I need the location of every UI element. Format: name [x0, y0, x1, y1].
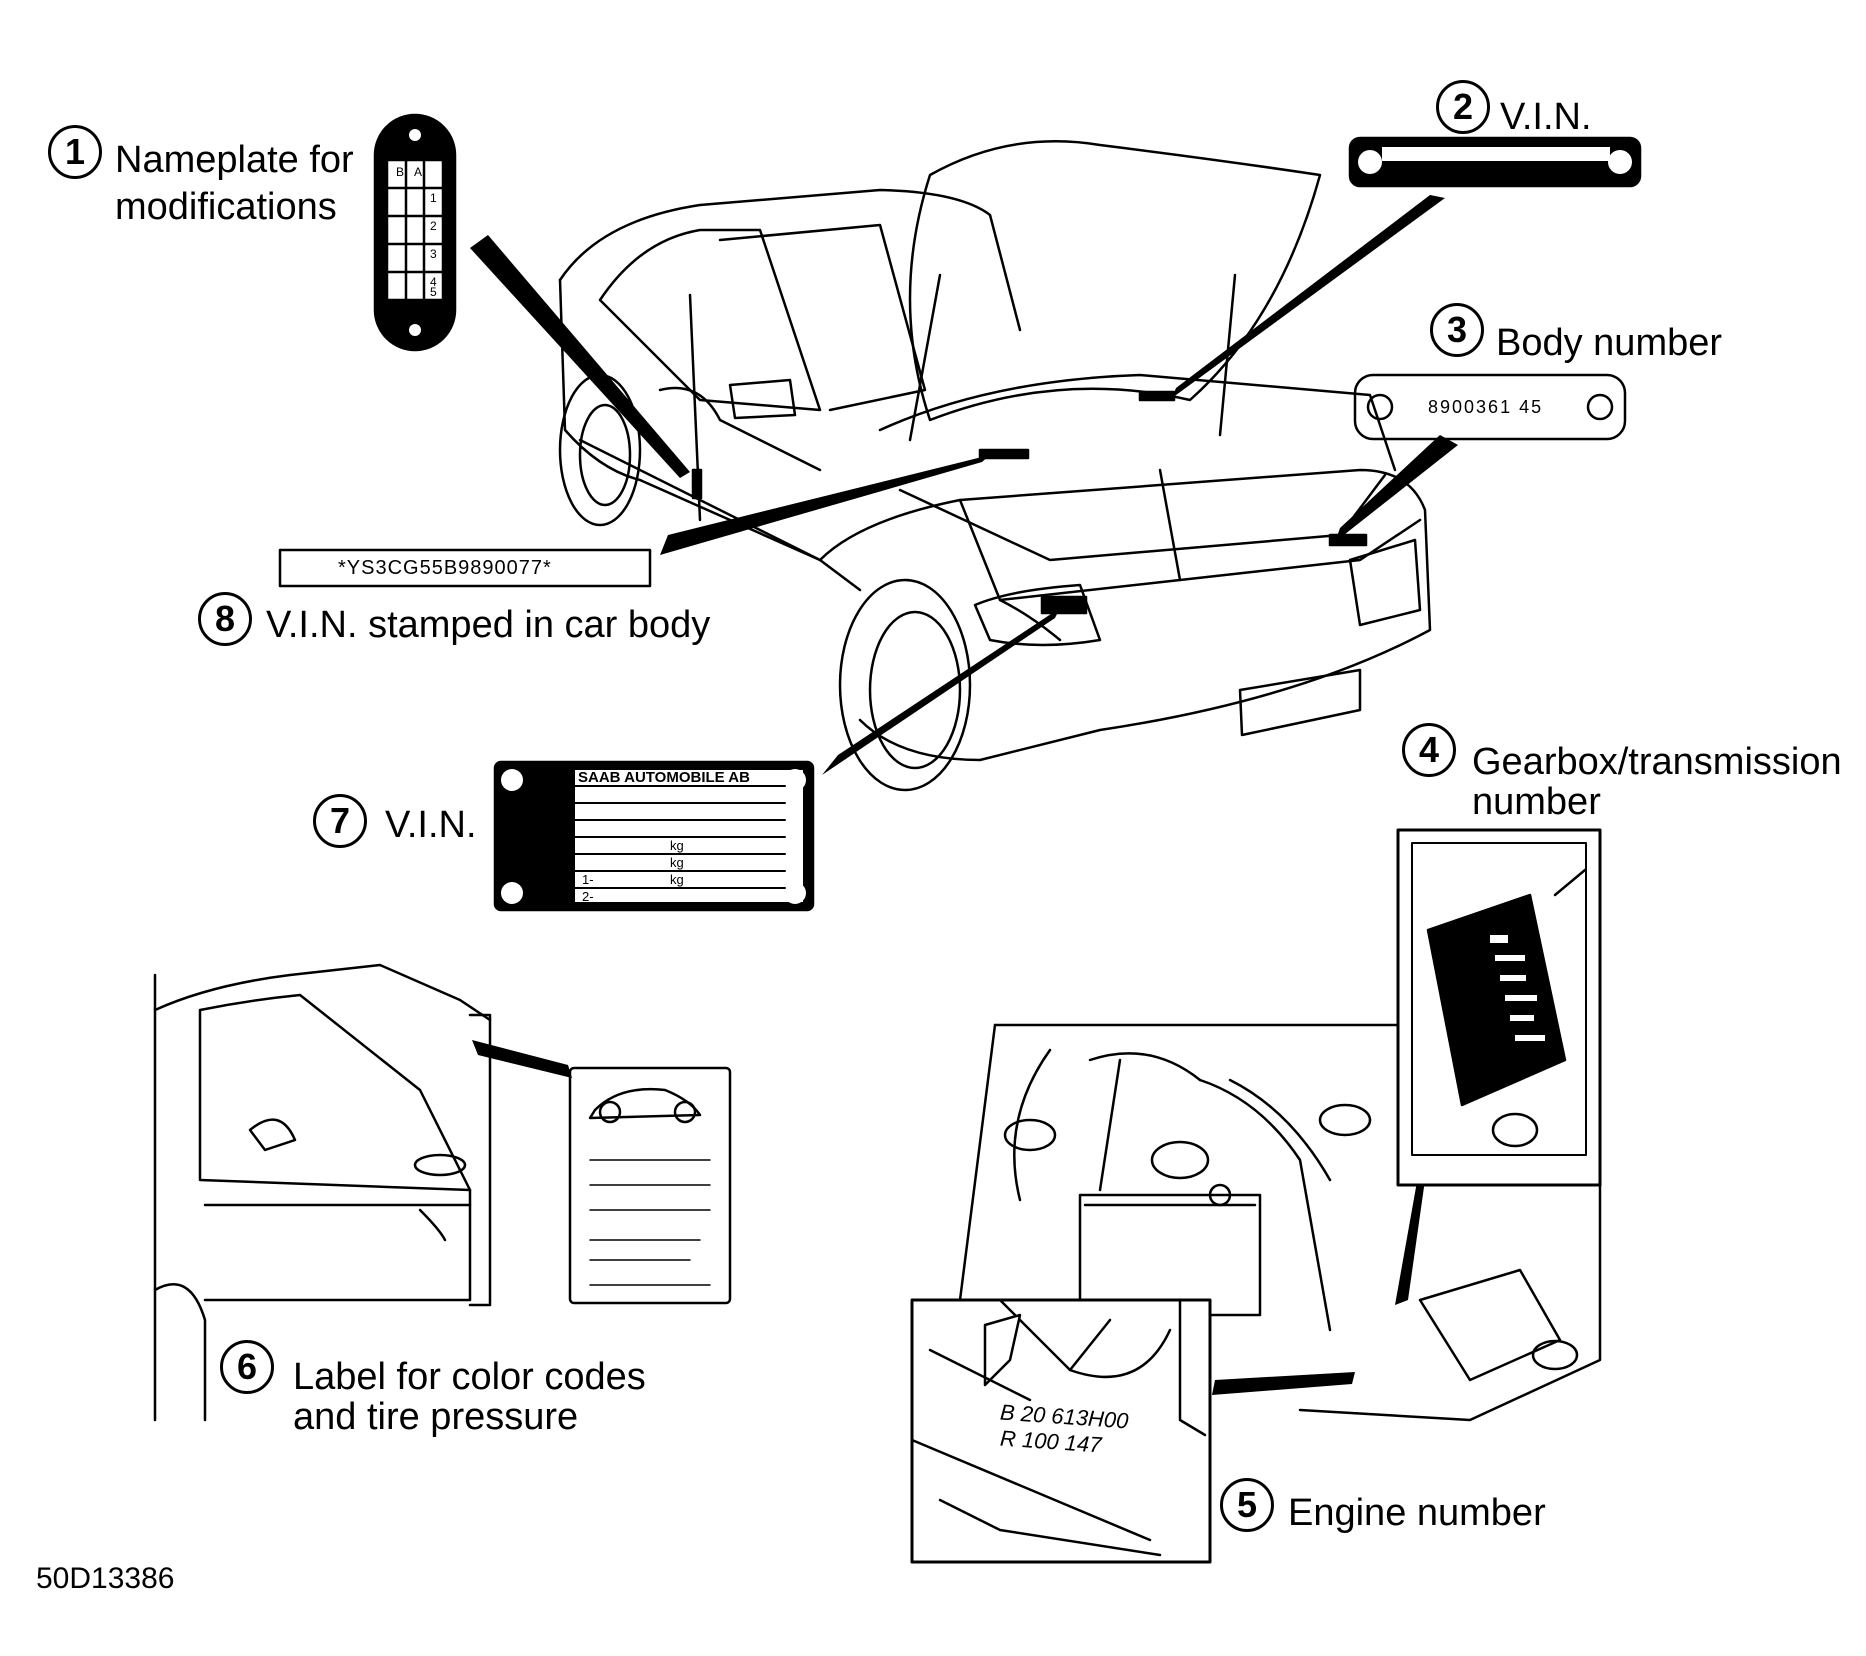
nameplate-col-a: A — [414, 165, 423, 179]
saab-plate-kg-2: kg — [670, 855, 684, 870]
body-number-value: 8900361 45 — [1428, 397, 1544, 417]
figure-id: 50D13386 — [36, 1562, 175, 1595]
callout-1-line-1: Nameplate for — [115, 139, 354, 181]
callout-number-5: 5 — [1220, 1478, 1274, 1532]
pointer-wedges — [470, 195, 1458, 1395]
saab-plate-kg-3: kg — [670, 872, 684, 887]
callout-2-line-1: V.I.N. — [1500, 96, 1592, 138]
saab-plate-axle-2: 2- — [582, 889, 594, 904]
callout-number-1: 1 — [48, 125, 102, 179]
engine-number-inset — [910, 1298, 1212, 1564]
callout-number-2: 2 — [1436, 80, 1490, 134]
callout-number-6: 6 — [220, 1340, 274, 1394]
vin-stamp-value: *YS3CG55B9890077* — [338, 557, 552, 579]
color-code-label — [568, 1066, 732, 1305]
nameplate-row-1: 1 — [430, 191, 437, 205]
callout-4-line-1: Gearbox/transmission — [1472, 741, 1842, 783]
callout-number-8: 8 — [198, 592, 252, 646]
callout-5-line-1: Engine number — [1288, 1492, 1546, 1534]
gearbox-inset — [1396, 828, 1602, 1187]
callout-1-line-2: modifications — [115, 186, 337, 228]
nameplate-row-4: 4 — [430, 275, 437, 289]
callout-8-line-1: V.I.N. stamped in car body — [266, 604, 711, 646]
saab-plate-title: SAAB AUTOMOBILE AB — [578, 769, 750, 786]
nameplate-row-5: 5 — [430, 285, 437, 299]
callout-number-7: 7 — [313, 794, 367, 848]
vin-plate-hood — [1348, 136, 1642, 188]
callout-number-4: 4 — [1402, 723, 1456, 777]
vin-stamp-plate — [278, 548, 652, 588]
callout-6-line-2: and tire pressure — [293, 1396, 579, 1438]
saab-plate-kg-1: kg — [670, 838, 684, 853]
nameplate-row-2: 2 — [430, 219, 437, 233]
nameplate-row-3: 3 — [430, 247, 437, 261]
callout-4-line-2: number — [1472, 781, 1601, 823]
door-illustration — [153, 963, 492, 1422]
body-number-plate — [1353, 373, 1627, 441]
callout-7-line-1: V.I.N. — [385, 804, 477, 846]
saab-plate-axle-1: 1- — [582, 872, 594, 887]
car-illustration — [558, 140, 1432, 792]
callout-6-line-1: Label for color codes — [293, 1356, 646, 1398]
callout-3-line-1: Body number — [1496, 322, 1723, 364]
modifications-nameplate — [373, 113, 457, 352]
nameplate-col-b: B — [396, 165, 405, 179]
saab-vin-plate — [493, 760, 815, 912]
callout-number-3: 3 — [1430, 303, 1484, 357]
